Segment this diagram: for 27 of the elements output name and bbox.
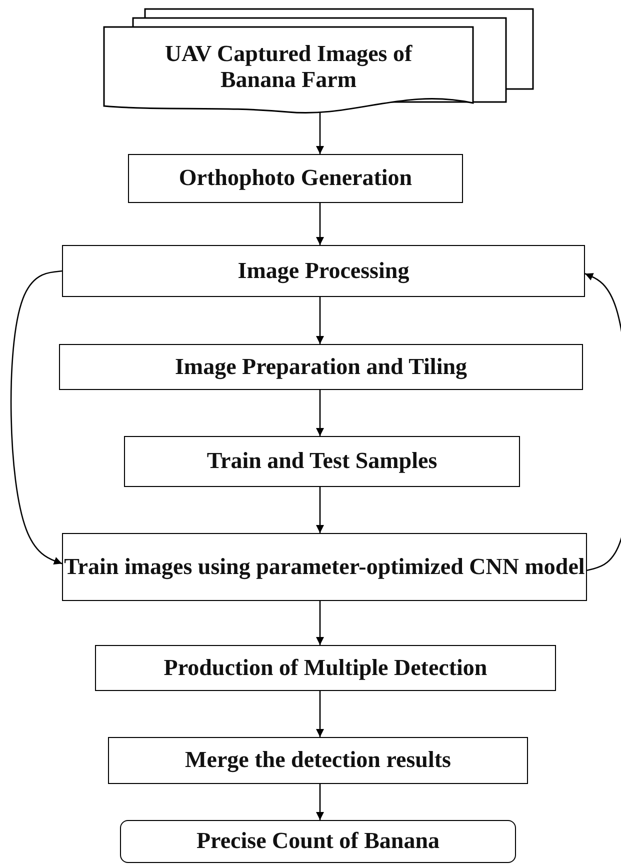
feedback-arrow — [10, 270, 62, 565]
process-box — [59, 344, 583, 390]
process-box — [108, 737, 528, 784]
terminal-box — [120, 820, 516, 863]
arrow — [316, 784, 324, 820]
arrow — [316, 691, 324, 737]
process-box — [62, 245, 585, 297]
feedback-arrow — [584, 273, 621, 572]
node-label: Train images using parameter-optimized CNN model — [64, 554, 585, 580]
node-label: Image Preparation and Tiling — [174, 354, 467, 380]
process-box — [128, 154, 463, 203]
node-label: Orthophoto Generation — [178, 165, 412, 192]
arrow — [316, 297, 324, 344]
process-box — [124, 436, 520, 487]
arrow — [316, 601, 324, 645]
node-label: Merge the detection results — [185, 747, 451, 774]
arrow — [316, 487, 324, 533]
node-label: Production of Multiple Detection — [164, 654, 488, 682]
arrow — [316, 203, 324, 245]
node-label: Image Processing — [238, 258, 410, 284]
process-box — [95, 645, 556, 691]
node-label: Precise Count of Banana — [196, 828, 440, 855]
arrow — [316, 390, 324, 436]
node-label: UAV Captured Images of Banana Farm — [164, 40, 414, 94]
arrow — [316, 112, 324, 154]
node-label: Train and Test Samples — [206, 448, 438, 475]
process-box — [62, 533, 587, 601]
